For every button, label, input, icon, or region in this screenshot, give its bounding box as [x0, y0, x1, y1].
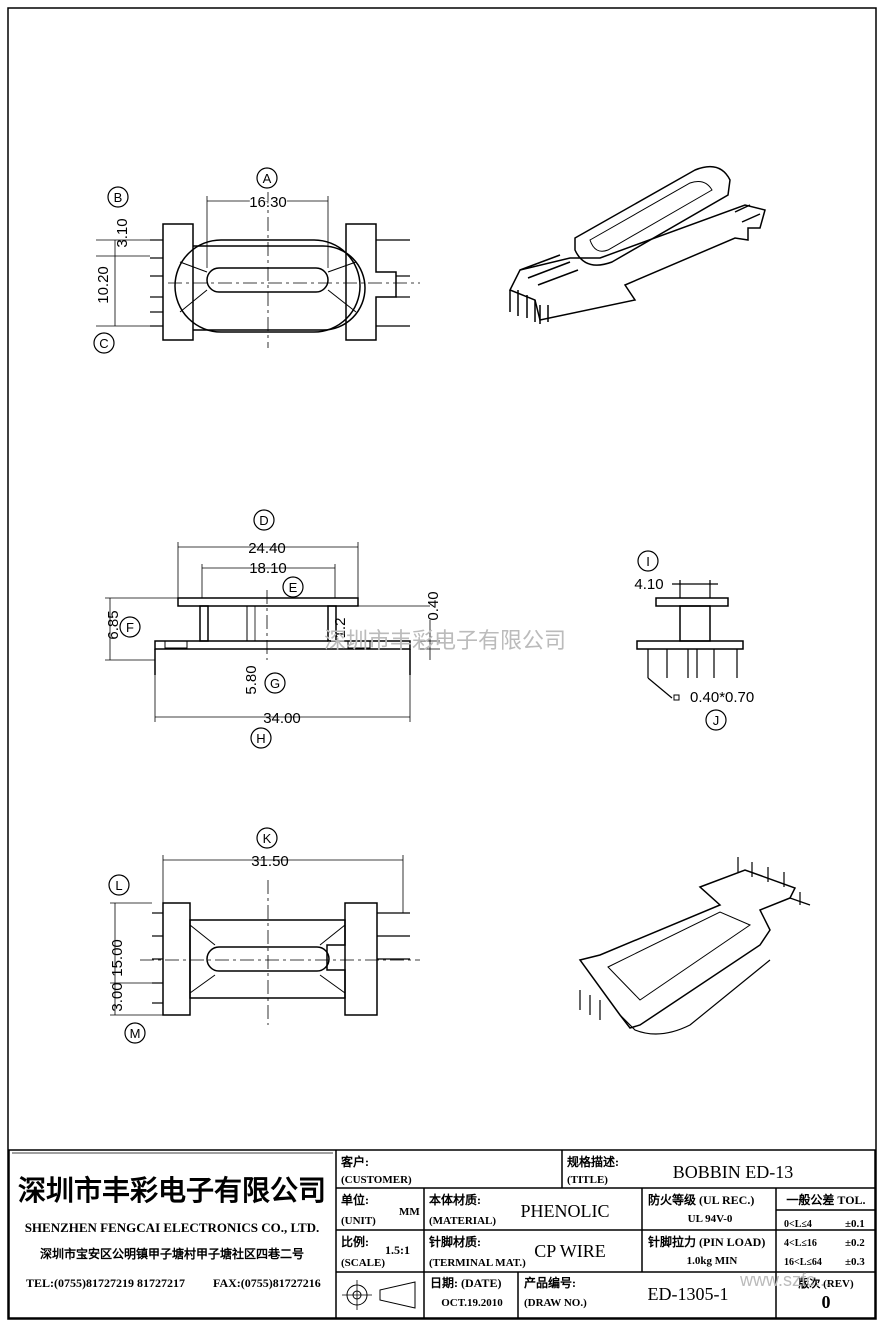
- dim-b: 3.10: [114, 218, 131, 247]
- dim-l: 15.00: [109, 939, 126, 977]
- customer-label-cn: 客户:: [340, 1154, 369, 1169]
- material-value: PHENOLIC: [521, 1201, 610, 1221]
- drawno-label-cn: 产品编号:: [524, 1275, 576, 1290]
- label-m: M: [130, 1026, 141, 1041]
- label-a: A: [263, 171, 272, 186]
- top-view: [96, 192, 420, 348]
- unit-value: MM: [399, 1206, 420, 1218]
- rev-value: 0: [822, 1292, 831, 1312]
- scale-label-cn: 比例:: [341, 1234, 369, 1249]
- label-c: C: [99, 336, 108, 351]
- dim-j: 0.40*0.70: [690, 689, 754, 706]
- tol-value-3: ±0.3: [845, 1256, 865, 1268]
- isometric-view-top: [508, 165, 766, 324]
- scale-label-en: (SCALE): [341, 1257, 385, 1269]
- date-value: OCT.19.2010: [441, 1297, 503, 1309]
- title-block-text: 深圳市丰彩电子有限公司 SHENZHEN FENGCAI ELECTRONICS…: [18, 1154, 866, 1312]
- date-label: 日期: (DATE): [430, 1275, 501, 1290]
- front-view: [105, 542, 440, 722]
- dim-f: 6.85: [105, 610, 122, 639]
- dim-c: 10.20: [95, 266, 112, 304]
- label-l: L: [115, 878, 122, 893]
- title-label-cn: 规格描述:: [567, 1154, 619, 1169]
- tol-value-2: ±0.2: [845, 1237, 865, 1249]
- label-j: J: [713, 713, 720, 728]
- terminal-label-cn: 针脚材质:: [429, 1234, 481, 1249]
- tol-value-1: ±0.1: [845, 1218, 865, 1230]
- material-label-en: (MATERIAL): [429, 1215, 496, 1227]
- bottom-view: [110, 855, 420, 1025]
- label-e: E: [289, 580, 298, 595]
- title-label-en: (TITLE): [567, 1174, 608, 1186]
- pin-load-value: 1.0kg MIN: [687, 1255, 738, 1267]
- label-b: B: [114, 190, 123, 205]
- company-name-en: SHENZHEN FENGCAI ELECTRONICS CO., LTD.: [25, 1220, 320, 1235]
- dim-a: 16.30: [249, 194, 287, 211]
- sheet-border: [7, 7, 877, 1320]
- front-view-labels: D 24.40 18.10 E 6.85 F 0.40 5.80 G 1.2 3…: [105, 509, 442, 749]
- dim-i: 4.10: [634, 576, 663, 593]
- top-view-labels: A 16.30 16.30 B C 3.10 10.20: [93, 167, 288, 354]
- unit-label-en: (UNIT): [341, 1215, 376, 1227]
- dim-h: 34.00: [263, 710, 301, 727]
- pin-load-label: 针脚拉力 (PIN LOAD): [648, 1234, 765, 1249]
- scale-value: 1.5:1: [385, 1243, 410, 1257]
- label-h: H: [256, 731, 265, 746]
- ul-label: 防火等级 (UL REC.): [648, 1192, 754, 1207]
- side-view: [636, 580, 744, 701]
- dim-inner: 18.10: [249, 560, 287, 577]
- company-tel: TEL:(0755)81727219 81727217: [26, 1276, 185, 1290]
- tol-range-2: 4<L≤16: [784, 1238, 817, 1249]
- tol-range-3: 16<L≤64: [784, 1257, 822, 1268]
- dim-e: 0.40: [425, 591, 442, 620]
- watermark: 深圳市丰彩电子有限公司: [324, 628, 566, 653]
- label-d: D: [259, 513, 268, 528]
- dim-small: 1.2: [332, 618, 349, 639]
- website-watermark: www.szfc...: [739, 1270, 830, 1290]
- bottom-view-labels: K 31.50 L 15.00 3.00 M: [108, 827, 289, 1044]
- side-view-labels: I 4.10 0.40*0.70 J: [634, 550, 754, 731]
- terminal-value: CP WIRE: [534, 1241, 606, 1261]
- customer-label-en: (CUSTOMER): [341, 1174, 412, 1186]
- dim-k: 31.50: [251, 853, 289, 870]
- label-k: K: [263, 831, 272, 846]
- company-fax: FAX:(0755)81727216: [213, 1276, 321, 1290]
- label-i: I: [646, 554, 650, 569]
- svg-text:16.30: 16.30: [250, 194, 285, 210]
- title-value: BOBBIN ED-13: [673, 1162, 794, 1182]
- unit-label-cn: 单位:: [341, 1192, 369, 1207]
- material-label-cn: 本体材质:: [429, 1192, 481, 1207]
- tol-range-1: 0<L≤4: [784, 1219, 812, 1230]
- drawno-label-en: (DRAW NO.): [524, 1297, 587, 1309]
- dim-m: 3.00: [109, 982, 126, 1011]
- isometric-view-bottom: [578, 857, 811, 1035]
- label-f: F: [126, 620, 134, 635]
- company-name-cn: 深圳市丰彩电子有限公司: [18, 1174, 326, 1207]
- drawno-value: ED-1305-1: [648, 1284, 729, 1304]
- dim-d: 24.40: [248, 540, 286, 557]
- terminal-label-en: (TERMINAL MAT.): [429, 1257, 526, 1269]
- tol-label: 一般公差 TOL.: [786, 1192, 865, 1207]
- dim-g: 5.80: [243, 665, 260, 694]
- rev-label: 版次 (REV): [798, 1276, 854, 1290]
- label-g: G: [270, 676, 280, 691]
- company-address: 深圳市宝安区公明镇甲子塘村甲子塘社区四巷二号: [40, 1246, 304, 1261]
- ul-value: UL 94V-0: [688, 1213, 733, 1225]
- title-block: [8, 1149, 876, 1319]
